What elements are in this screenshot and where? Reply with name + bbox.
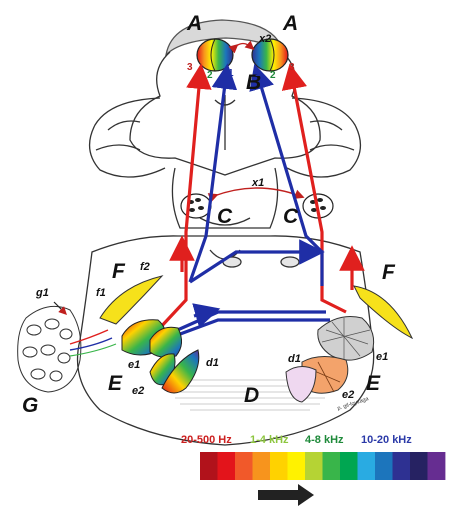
scale-swatch [287, 452, 306, 480]
label-a-right: A [282, 12, 298, 35]
cortex-a-right [251, 38, 289, 72]
scale-swatch [340, 452, 358, 480]
midbrain-outline [171, 167, 279, 229]
nucleus-c-left [180, 193, 212, 219]
label-e-left: E [108, 372, 123, 395]
layer-2-right: 2 [270, 70, 276, 81]
scale-swatch [322, 452, 341, 480]
scale-swatch [200, 452, 218, 480]
brain-outline [76, 19, 375, 446]
scale-swatch [252, 452, 271, 480]
label-x1: x1 [251, 177, 264, 189]
label-b: B [246, 71, 261, 94]
structure-f-left [99, 275, 164, 325]
label-d1-left: d1 [206, 357, 219, 369]
scale-swatch [357, 452, 376, 480]
label-e2-right: e2 [342, 389, 354, 401]
scale-swatch [375, 452, 393, 480]
right-lobe [286, 97, 362, 178]
layer-3-left: 3 [187, 62, 193, 73]
commissure-x2-arrow [228, 40, 255, 54]
left-lobe [88, 97, 166, 178]
frequency-legend: 20-500 Hz 1-4 kHz 4-8 kHz 10-20 kHz [181, 434, 446, 506]
label-f-left: F [112, 260, 126, 283]
label-f-right: F [382, 261, 396, 284]
label-c-left: C [217, 205, 233, 228]
label-d1-right: d1 [288, 353, 301, 365]
cortex-a-left [196, 38, 234, 72]
legend-range-3: 4-8 kHz [305, 434, 344, 446]
layer-3-right: 3 [289, 62, 295, 73]
structure-e-left [121, 319, 182, 386]
label-e1-right: e1 [376, 351, 388, 363]
label-e1-left: e1 [128, 359, 140, 371]
layer-1-left: 1 [228, 68, 234, 79]
label-x2: x2 [258, 33, 271, 45]
label-e2-left: e2 [132, 385, 144, 397]
label-g: G [22, 394, 38, 417]
commissure-x1-arrow [207, 187, 305, 203]
structure-e-right [301, 316, 375, 394]
left-lobe-inner [95, 144, 141, 151]
scale-swatch [427, 452, 446, 480]
structure-d1-right [285, 366, 317, 403]
scale-swatch [410, 452, 428, 480]
layer-2-left: 2 [207, 70, 213, 81]
legend-range-1: 20-500 Hz [181, 434, 232, 446]
structure-g [17, 301, 117, 393]
scale-swatch [305, 452, 323, 480]
label-e-right: E [366, 372, 381, 395]
layer-1-right: 1 [255, 68, 261, 79]
right-lobe-inner [309, 144, 355, 151]
scale-swatch [270, 452, 288, 480]
brainstem-outline [76, 235, 375, 446]
label-f2: f2 [140, 261, 150, 273]
blue-pathway [163, 63, 330, 342]
label-d: D [244, 384, 259, 407]
cerebrum-outline [129, 51, 321, 176]
frequency-color-scale [200, 452, 446, 480]
scale-swatch [217, 452, 236, 480]
structure-d1-left [161, 349, 200, 394]
scale-swatch [235, 452, 253, 480]
label-c-right: C [283, 205, 299, 228]
legend-range-2: 1-4 kHz [250, 434, 289, 446]
label-g1: g1 [35, 287, 49, 299]
label-a-left: A [186, 12, 202, 35]
label-f1: f1 [96, 287, 106, 299]
scale-swatch [392, 452, 411, 480]
frequency-direction-arrow [258, 484, 314, 506]
structure-f-right [353, 285, 414, 340]
legend-range-4: 10-20 kHz [361, 434, 412, 446]
